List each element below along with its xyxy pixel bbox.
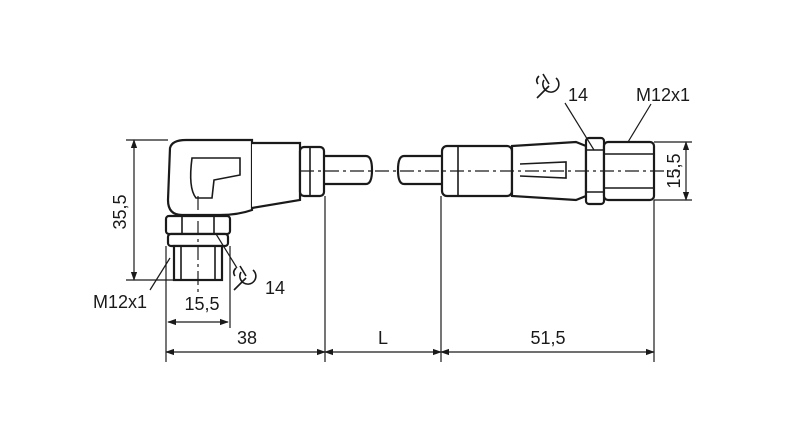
wrench-size-right: 14 [568,85,588,105]
thread-right-label: M12x1 [636,85,690,105]
wrench-icon [232,265,257,291]
dimension-chain-bottom: 38 L 51,5 [165,196,655,362]
straight-connector [440,136,656,206]
wrench-icon [535,73,560,99]
callout-wrench-left: 14 [215,233,285,298]
cable [324,154,442,186]
dim-15-5-right-label: 15,5 [664,153,684,188]
dim-38-label: 38 [237,328,257,348]
dim-35-5-label: 35,5 [110,194,130,229]
callout-thread-left: M12x1 [93,257,171,312]
angled-connector [164,138,326,282]
dimension-35-5: 35,5 [110,139,174,281]
dimension-15-5-right: 15,5 [654,141,692,201]
dim-15-5-left-label: 15,5 [184,294,219,314]
callout-wrench-right: 14 [535,73,595,151]
dimension-15-5-left: 15,5 [167,294,229,326]
dim-L-label: L [378,328,388,348]
wrench-size-left: 14 [265,278,285,298]
callout-thread-right: M12x1 [627,85,690,143]
dim-51-5-label: 51,5 [530,328,565,348]
thread-left-label: M12x1 [93,292,147,312]
